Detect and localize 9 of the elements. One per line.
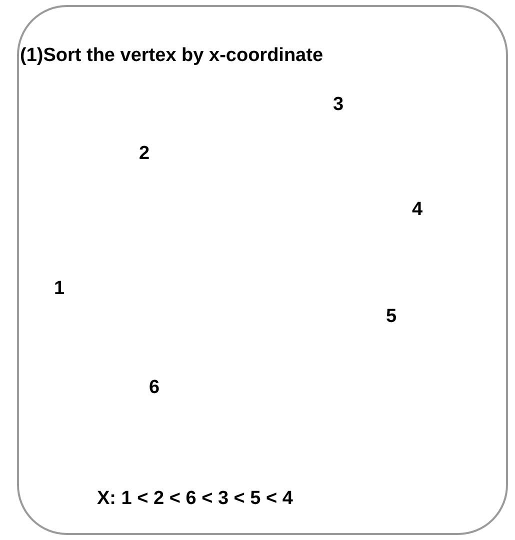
vertex-number: 5 xyxy=(386,306,397,328)
vertex-number: 3 xyxy=(333,94,344,116)
panel-heading: (1)Sort the vertex by x-coordinate xyxy=(20,45,324,67)
vertex-number: 6 xyxy=(149,377,160,399)
vertex-number: 2 xyxy=(139,143,150,165)
rounded-panel xyxy=(17,5,508,535)
order-text: X: 1 < 2 < 6 < 3 < 5 < 4 xyxy=(97,488,293,510)
vertex-number: 4 xyxy=(412,199,423,221)
vertex-number: 1 xyxy=(54,278,65,300)
